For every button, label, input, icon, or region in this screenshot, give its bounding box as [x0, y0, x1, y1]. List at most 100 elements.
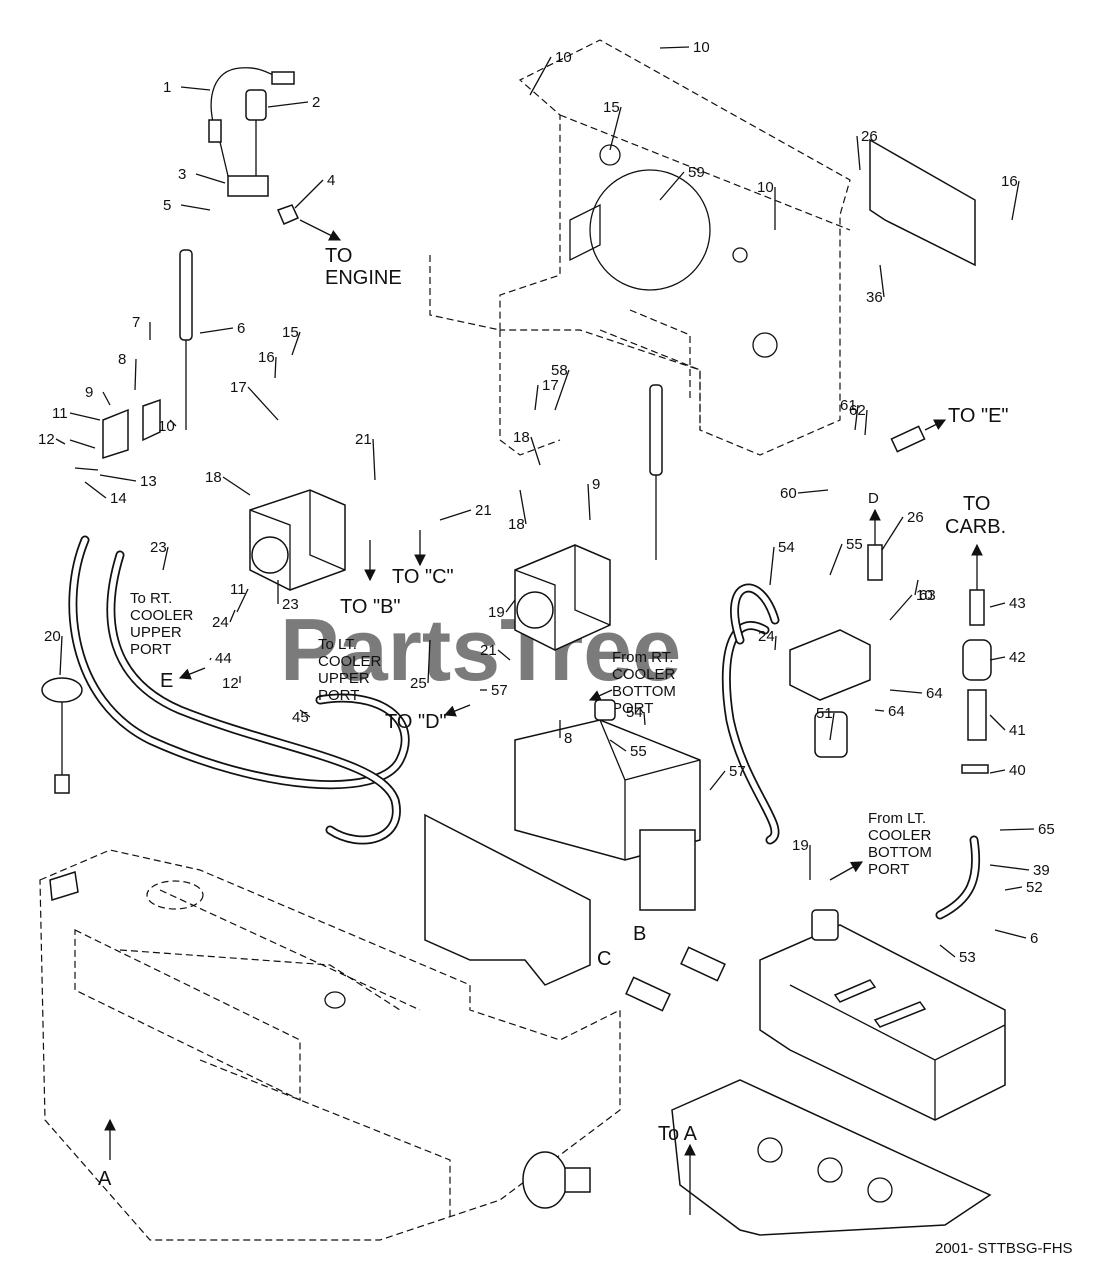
fitting-24-right: [867, 544, 883, 581]
leader-line-26: [881, 516, 904, 551]
left-bracket: [69, 398, 161, 471]
callout-52: 52: [1026, 879, 1043, 896]
note-lt-upper-3: UPPER: [318, 670, 370, 687]
callout-58: 58: [551, 362, 568, 379]
gas-strut-left: [179, 249, 193, 430]
callout-11: 11: [230, 581, 246, 598]
callout-26: 26: [861, 128, 878, 145]
callout-60: 60: [780, 485, 797, 502]
leader-line-21: [497, 649, 511, 661]
callout-21: 21: [475, 502, 492, 519]
note-rt-upper-1: To RT.: [130, 590, 172, 607]
leader-line-13: [99, 474, 137, 482]
sensor-assembly: [208, 67, 300, 225]
filter-head-52: [789, 629, 871, 701]
to-d-label: TO "D": [385, 711, 447, 733]
leader-line-11: [236, 588, 249, 613]
callout-11: 11: [52, 405, 68, 422]
callout-19: 19: [488, 604, 505, 621]
note-rt-bottom-2: COOLER: [612, 666, 676, 683]
drawing-code: 2001- STTBSG-FHS: [935, 1240, 1073, 1257]
callout-23: 23: [282, 596, 299, 613]
note-lt-bottom-2: COOLER: [868, 827, 932, 844]
leader-line-4: [294, 179, 324, 209]
leader-line-15: [609, 106, 622, 151]
leader-line-25: [427, 639, 431, 684]
callout-41: 41: [1009, 722, 1026, 739]
leader-line-58: [554, 369, 570, 411]
fitting-57-top: [890, 425, 926, 453]
letter-a: A: [98, 1168, 112, 1190]
callout-8: 8: [118, 351, 126, 368]
callout-64: 64: [926, 685, 943, 702]
gas-strut-right: [649, 384, 663, 560]
callout-44: 44: [215, 650, 232, 667]
note-lt-bottom-1: From LT.: [868, 810, 926, 827]
note-rt-upper-4: PORT: [130, 641, 171, 658]
note-lt-bottom-4: PORT: [868, 861, 909, 878]
callout-24: 24: [758, 628, 775, 645]
letter-e: E: [160, 670, 173, 692]
to-e-arrow: [924, 419, 947, 431]
callout-21: 21: [480, 642, 497, 659]
leader-line-36: [879, 264, 885, 298]
letter-c: C: [597, 948, 611, 970]
callout-55: 55: [630, 743, 647, 760]
leader-line-10: [529, 56, 552, 96]
leader-line-14: [84, 481, 107, 499]
leader-line-55: [609, 739, 627, 752]
note-rt-upper-3: UPPER: [130, 624, 182, 641]
callout-65: 65: [1038, 821, 1055, 838]
to-engine-arrow: [299, 219, 342, 241]
rt-bottom-arrow: [588, 689, 613, 701]
leader-line-9: [587, 483, 591, 521]
callout-63: 63: [919, 587, 936, 604]
callout-13: 13: [140, 473, 157, 490]
callout-18: 18: [205, 469, 222, 486]
callout-12: 12: [222, 675, 239, 692]
chassis: [39, 849, 621, 1241]
leader-line-41: [989, 714, 1006, 731]
callout-10: 10: [158, 418, 175, 435]
leader-line-10: [659, 46, 690, 49]
frame-bracket: [429, 39, 851, 456]
leader-line-53: [939, 944, 956, 958]
to-e-label: TO "E": [948, 405, 1009, 427]
callout-17: 17: [230, 379, 247, 396]
leader-line-45: [299, 709, 311, 718]
callout-1: 1: [163, 79, 171, 96]
leader-line-43: [989, 602, 1006, 608]
callout-5: 5: [163, 197, 171, 214]
callout-40: 40: [1009, 762, 1026, 779]
callout-10: 10: [916, 587, 933, 604]
callout-15: 15: [603, 99, 620, 116]
leader-line-10: [169, 419, 177, 427]
to-a-label: To A: [658, 1123, 698, 1145]
leader-line-26: [856, 135, 861, 171]
leader-line-10: [889, 594, 913, 621]
callout-2: 2: [312, 94, 320, 111]
fuel-tank-38: [759, 909, 1006, 1121]
leader-line-57: [709, 770, 726, 791]
to-engine-label-1: TO: [325, 245, 352, 267]
callout-42: 42: [1009, 649, 1026, 666]
letter-b: B: [633, 923, 646, 945]
leader-line-17: [534, 384, 539, 411]
callout-43: 43: [1009, 595, 1026, 612]
leader-line-18: [530, 436, 541, 466]
note-rt-bottom-4: PORT: [612, 700, 653, 717]
callout-21: 21: [355, 431, 372, 448]
to-d-left-arrow: [443, 704, 471, 717]
pump-left: [249, 489, 346, 591]
leader-line-11: [69, 412, 101, 421]
callout-4: 4: [327, 172, 335, 189]
callout-8: 8: [564, 730, 572, 747]
leader-line-24: [774, 635, 777, 651]
callout-26: 26: [907, 509, 924, 526]
callout-53: 53: [959, 949, 976, 966]
leader-line-63: [914, 579, 919, 596]
leader-line-42: [989, 656, 1006, 661]
fitting-c: [625, 976, 671, 1012]
leader-line-18: [222, 476, 251, 496]
